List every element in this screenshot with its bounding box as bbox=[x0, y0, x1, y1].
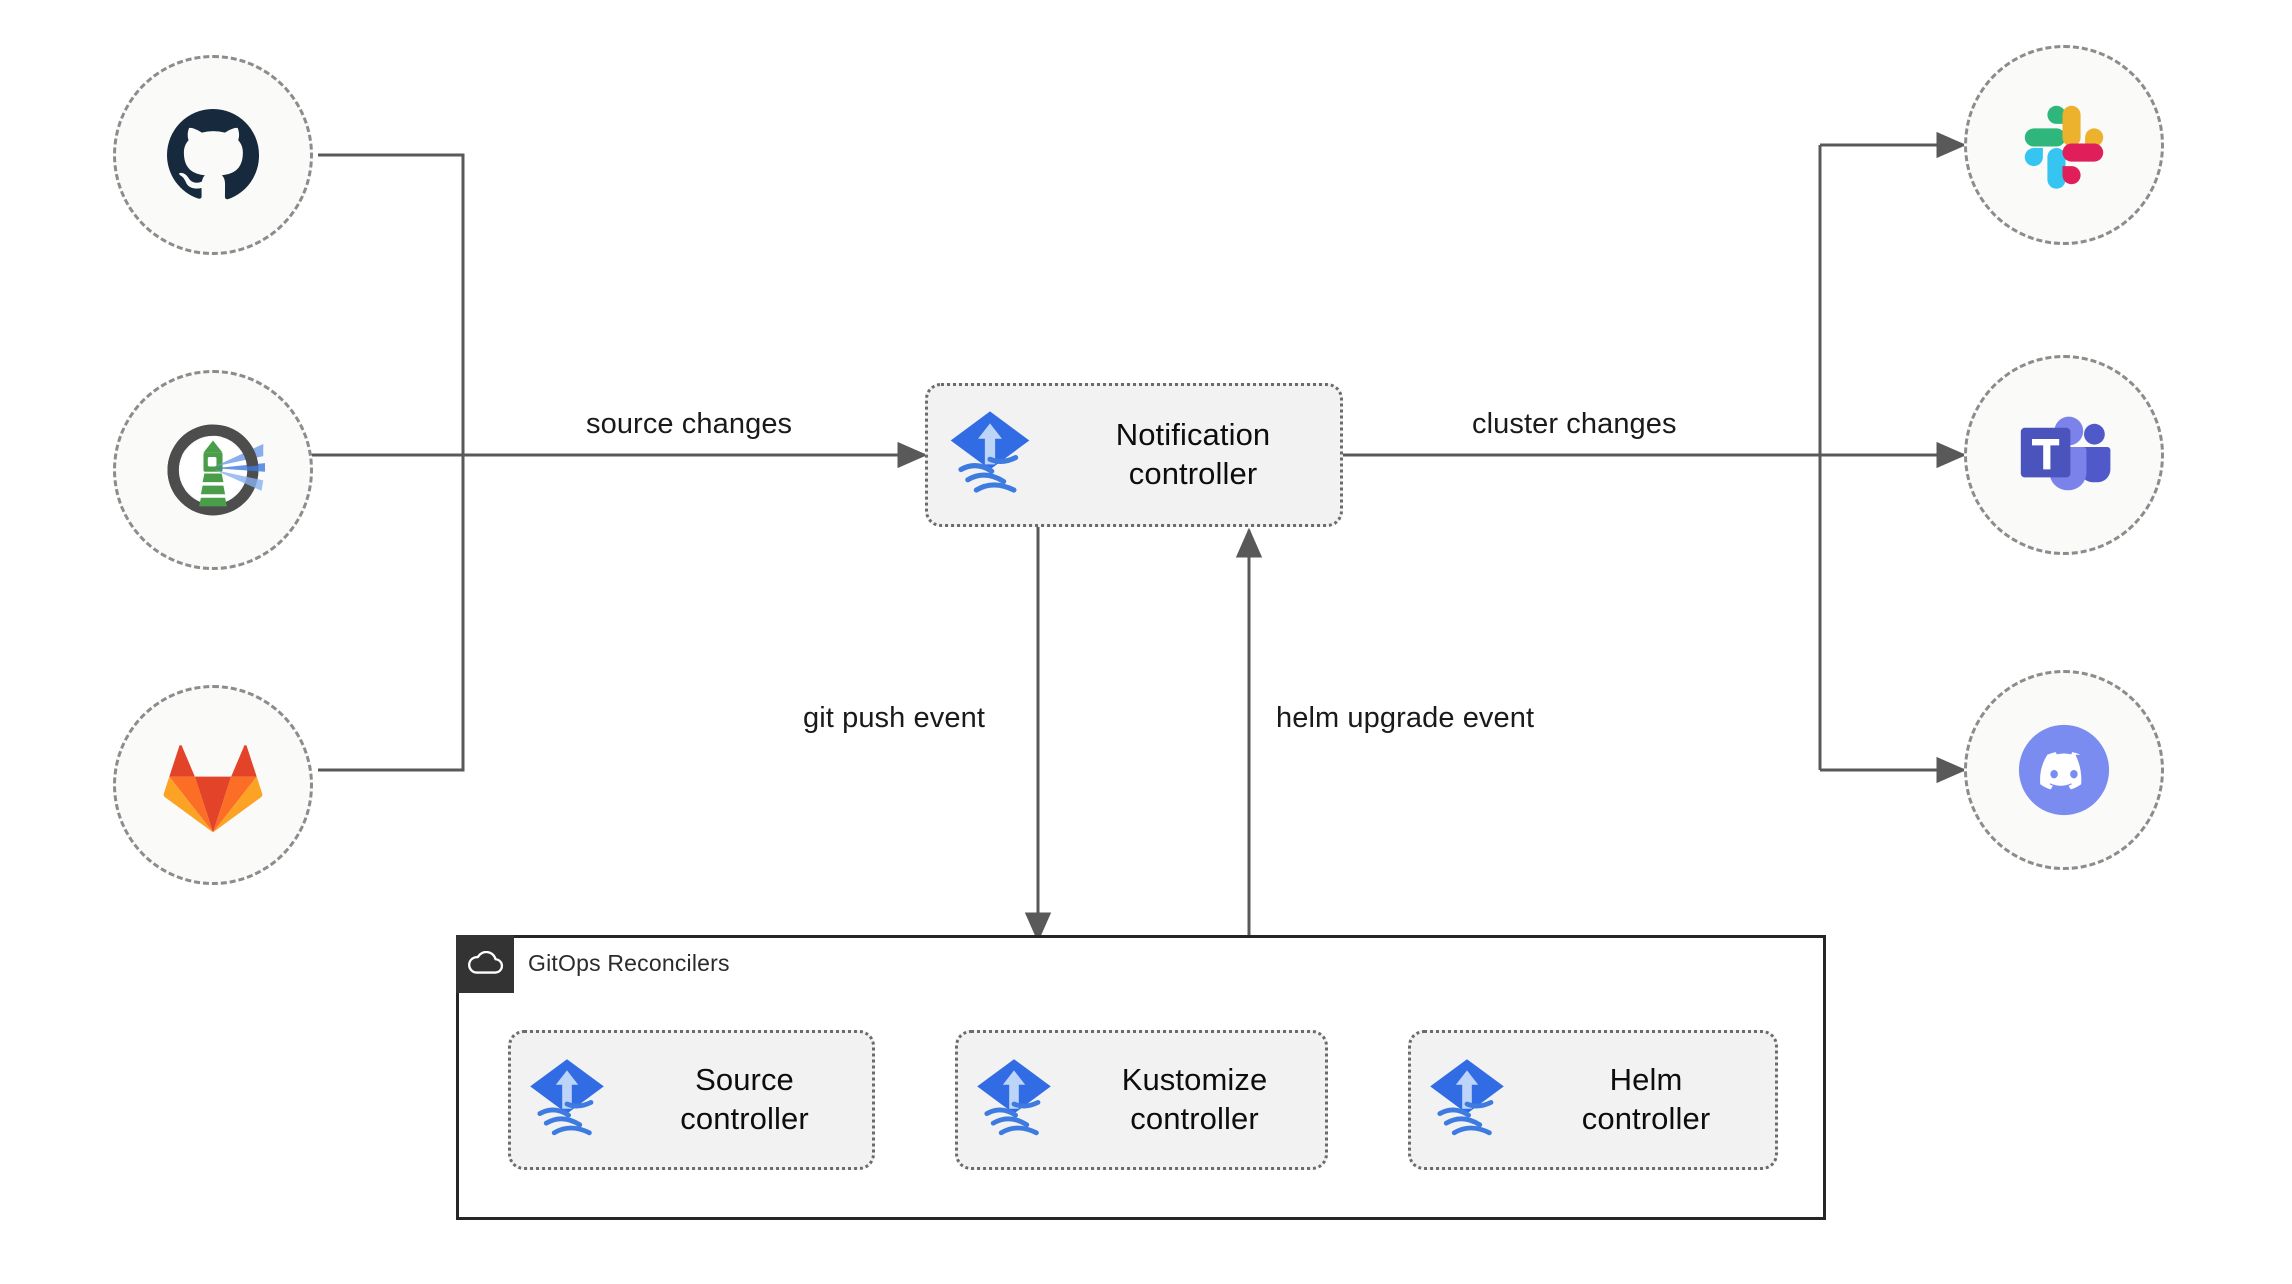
source-node-gitlab[interactable] bbox=[113, 685, 313, 885]
destination-node-teams[interactable] bbox=[1964, 355, 2164, 555]
cloud-icon bbox=[456, 935, 514, 993]
edge-label-helm-upgrade-event: helm upgrade event bbox=[1268, 700, 1543, 737]
notification-controller-box[interactable]: Notification controller bbox=[925, 383, 1343, 527]
gitops-reconcilers-title: GitOps Reconcilers bbox=[528, 950, 730, 976]
destination-node-discord[interactable] bbox=[1964, 670, 2164, 870]
source-node-github[interactable] bbox=[113, 55, 313, 255]
edge-label-source-changes: source changes bbox=[578, 406, 801, 443]
flux-icon bbox=[511, 1056, 623, 1144]
notification-controller-label: Notification controller bbox=[1115, 417, 1271, 491]
source-node-bitbucket[interactable] bbox=[113, 370, 313, 570]
slack-icon bbox=[2018, 99, 2110, 191]
microsoft-teams-icon bbox=[2016, 410, 2112, 500]
flux-icon bbox=[1411, 1056, 1523, 1144]
kustomize-controller-box[interactable]: Kustomize controller bbox=[955, 1030, 1328, 1170]
flux-icon bbox=[928, 408, 1052, 502]
gitlab-icon bbox=[163, 737, 263, 833]
helm-controller-label: Helm controller bbox=[1581, 1062, 1711, 1136]
source-controller-box[interactable]: Source controller bbox=[508, 1030, 875, 1170]
flux-icon bbox=[958, 1056, 1070, 1144]
helm-controller-box[interactable]: Helm controller bbox=[1408, 1030, 1778, 1170]
discord-icon bbox=[2012, 718, 2116, 822]
destination-node-slack[interactable] bbox=[1964, 45, 2164, 245]
edge-label-git-push-event: git push event bbox=[795, 700, 993, 737]
kustomize-controller-label: Kustomize controller bbox=[1121, 1062, 1268, 1136]
github-icon bbox=[165, 107, 261, 203]
lighthouse-icon bbox=[161, 418, 265, 522]
edge-label-cluster-changes: cluster changes bbox=[1464, 406, 1685, 443]
source-controller-label: Source controller bbox=[680, 1062, 809, 1136]
